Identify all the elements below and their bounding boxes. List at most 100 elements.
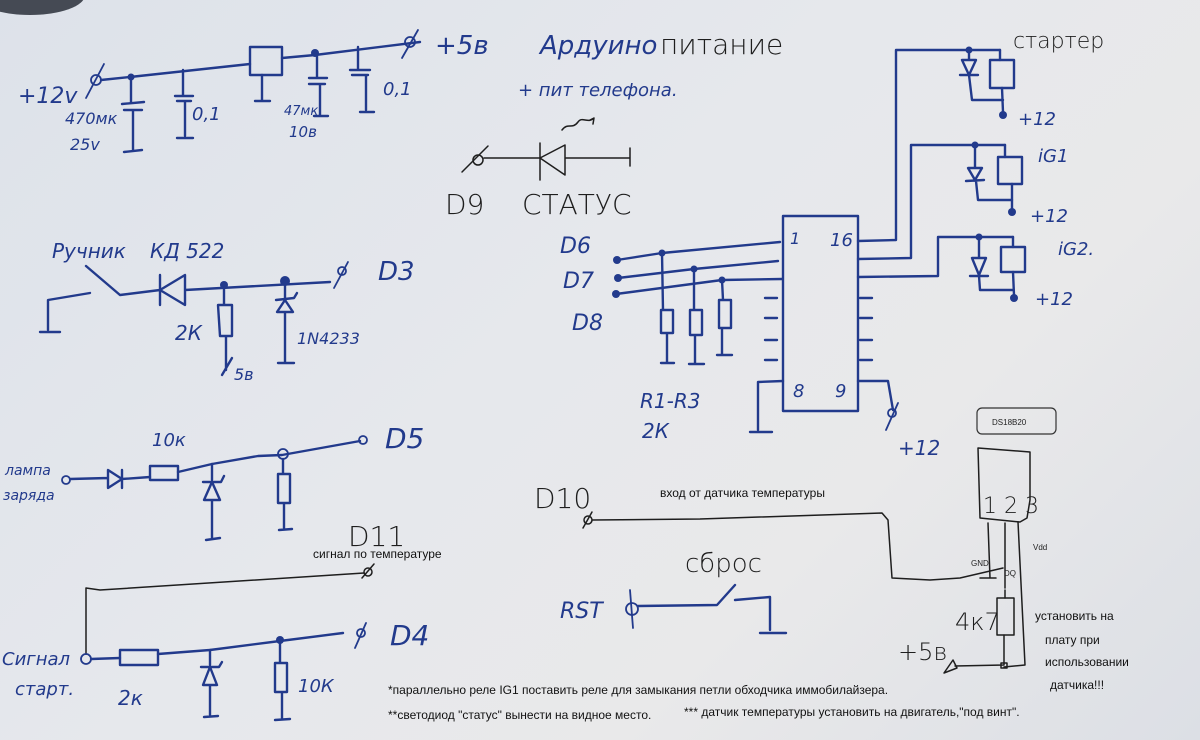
lamp-label: лампа xyxy=(4,463,51,479)
d5-terminal xyxy=(358,435,368,445)
sensor-input-label: вход от датчика температуры xyxy=(660,486,825,500)
photo-shadow xyxy=(0,0,84,15)
arduino-title: Ардуино xyxy=(538,31,657,61)
ds18b20-name: DS18B20 xyxy=(992,418,1027,427)
d10-wire xyxy=(591,512,1004,581)
diode-kd522 xyxy=(158,273,332,307)
input-12v-label: +12v xyxy=(18,84,78,109)
power-input-wire xyxy=(99,62,252,82)
relay-ig2-terminal xyxy=(1010,294,1018,302)
ds18b20-pin-numbers: 1 2 3 xyxy=(983,494,1039,519)
voltage-regulator xyxy=(248,45,284,77)
d10-label: D10 xyxy=(534,482,591,515)
d6-label: D6 xyxy=(560,234,591,259)
relay-ig2-coil xyxy=(999,245,1027,274)
resistor-10k-label: 10к xyxy=(152,430,186,451)
d6-wire xyxy=(615,240,782,262)
sensor-input-wire: D10 вход от датчика температуры xyxy=(534,482,1004,581)
handbrake-switch xyxy=(84,264,162,297)
relay-starter-label: стартер xyxy=(1013,29,1104,54)
terminal-slash xyxy=(401,29,419,59)
relay-starter-supply: +12 xyxy=(1018,109,1056,130)
d11-wire xyxy=(85,572,365,655)
temperature-signal-label: сигнал по температуре xyxy=(313,547,442,561)
resistor-2k xyxy=(216,283,234,377)
starter-signal-wire xyxy=(156,631,345,656)
relay-ig2-diode xyxy=(968,235,1015,292)
r1-r3-label: R1-R3 xyxy=(640,389,700,413)
relay-ig1-diode xyxy=(964,143,1014,202)
resistor-pulldown xyxy=(276,457,294,532)
relay-ig1: +12 iG1 xyxy=(964,141,1068,227)
ds18b20-note-line3: использовании xyxy=(1045,655,1129,669)
signal-label: Сигнал xyxy=(2,649,70,670)
r1-r3-value: 2К xyxy=(642,419,670,443)
gnd-label: GND xyxy=(971,559,989,568)
ic-pin9-wire xyxy=(856,379,895,412)
relay-ig2-supply: +12 xyxy=(1035,289,1073,310)
d7-wire xyxy=(616,259,780,280)
d3-label: D3 xyxy=(378,257,415,287)
supply-5v-label: 5в xyxy=(234,365,254,384)
ds18b20-note-line2: плату при xyxy=(1045,633,1100,647)
d9-label: D9 xyxy=(445,188,484,221)
c1-value-label: 470мк xyxy=(65,109,118,128)
relay-starter-wire xyxy=(856,48,1002,243)
d7-label: D7 xyxy=(563,269,594,294)
resistor-10k-starter-label: 10К xyxy=(298,676,335,697)
relay-wire xyxy=(1011,270,1016,297)
ds18b20-5v-label: +5в xyxy=(898,638,947,666)
d4-label: D4 xyxy=(390,619,429,652)
status-led-symbol xyxy=(483,142,631,181)
terminal-slash xyxy=(885,402,899,431)
output-5v-terminal xyxy=(404,36,416,48)
relay-starter: +12 стартер xyxy=(958,29,1104,130)
resistor-10k-starter xyxy=(273,638,292,722)
footnote-2: **светодиод "статус" вынести на видное м… xyxy=(388,708,651,722)
phone-power-subtitle: + пит телефона. xyxy=(518,80,678,101)
relay-ig1-coil xyxy=(996,155,1024,186)
relay-wire xyxy=(1000,86,1005,114)
ic-right-pins xyxy=(858,296,874,362)
status-label: СТАТУС xyxy=(522,188,632,221)
footnote-1: *параллельно реле IG1 поставить реле для… xyxy=(388,683,888,697)
resistor-2k-starter xyxy=(118,648,160,667)
d5-label: D5 xyxy=(385,422,424,455)
relay-ig1-terminal xyxy=(1008,208,1016,216)
temperature-signal-wire: D11 сигнал по температуре xyxy=(85,520,442,655)
ds18b20-chip-label-box xyxy=(976,407,1057,435)
reset-label: сброс xyxy=(685,549,762,579)
light-emission-icon xyxy=(561,117,595,131)
charge-lamp-circuit: лампа заряда 10к D5 xyxy=(3,422,424,542)
relay-starter-diode xyxy=(958,48,1005,102)
c4-value-label: 0,1 xyxy=(383,79,412,100)
ds18b20-body xyxy=(977,447,1031,523)
starter-signal-circuit: Сигнал старт. 2к 10К D4 xyxy=(2,619,429,722)
c3-voltage-label: 10в xyxy=(289,123,317,141)
relay-starter-coil xyxy=(988,58,1016,90)
regulator-ground xyxy=(253,73,272,103)
relay-ig1-label: iG1 xyxy=(1038,146,1068,167)
capacitor-c1 xyxy=(120,75,146,154)
ic-pin16-label: 16 xyxy=(830,230,853,251)
handbrake-label: Ручник xyxy=(52,239,126,263)
output-5v-label: +5в xyxy=(435,31,489,61)
c1-voltage-label: 25v xyxy=(70,135,100,154)
zener-charge xyxy=(201,462,226,542)
terminal-slash xyxy=(333,261,349,289)
resistor-2k-starter-label: 2к xyxy=(118,686,143,710)
starter-input-wire xyxy=(89,656,122,661)
terminal-slash xyxy=(461,145,489,173)
dq-label: DQ xyxy=(1004,569,1016,578)
charge-label: заряда xyxy=(3,488,55,504)
diode-kd522-label: КД 522 xyxy=(150,239,224,263)
terminal-slash xyxy=(354,622,367,649)
pullup-wire xyxy=(954,589,1006,667)
resistor-10k xyxy=(148,464,180,482)
power-title: питание xyxy=(660,28,783,61)
relay-ig1-supply: +12 xyxy=(1030,206,1068,227)
terminal-slash xyxy=(85,63,105,99)
ic-ground xyxy=(748,379,785,434)
capacitor-c3 xyxy=(307,53,330,118)
